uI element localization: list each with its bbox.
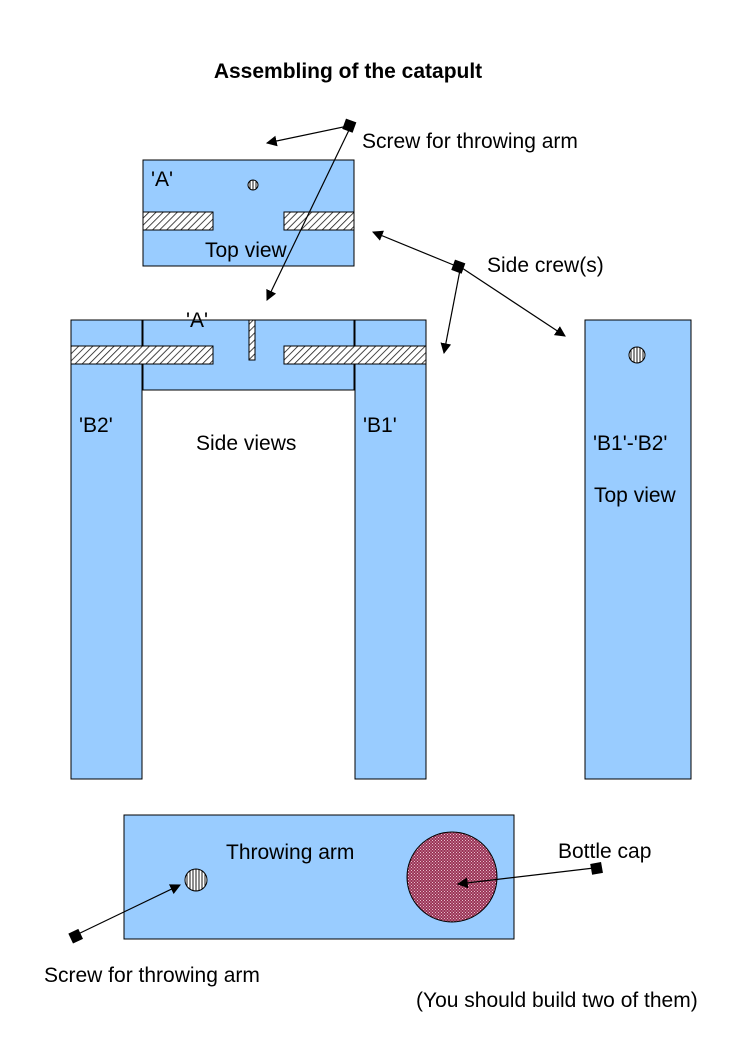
b2-label: 'B2'	[79, 414, 113, 437]
arrow-line	[266, 127, 351, 301]
part-a-top-label: 'A'	[151, 168, 173, 191]
arrow-line	[265, 125, 349, 147]
bottle-cap-label: Bottle cap	[558, 840, 651, 863]
side-screw-left	[70, 345, 214, 365]
bottle-cap-circle	[406, 831, 498, 923]
arrow-line	[440, 269, 461, 355]
arrow-line	[456, 867, 595, 889]
side-views-label: Side views	[196, 432, 296, 455]
screw-top-label: Screw for throwing arm	[362, 130, 578, 153]
slot-left-top	[142, 211, 214, 231]
arrow-line	[372, 230, 457, 267]
top-view-b-label: Top view	[594, 484, 677, 507]
screw-bottom-label: Screw for throwing arm	[44, 964, 260, 987]
arrow-line	[461, 267, 566, 337]
callout-anchor-square	[451, 259, 466, 274]
b1-label: 'B1'	[363, 414, 397, 437]
screw-hole-icon	[628, 346, 646, 364]
b1-b2-label: 'B1'-'B2'	[593, 432, 667, 455]
b1-b2-top-view: 'B1'-'B2' Top view	[584, 319, 692, 780]
side-view-assembly: 'A' 'B2' 'B1' Side views	[70, 309, 427, 780]
slot-right-top	[283, 211, 355, 231]
part-a-top-view: 'A' Top view	[142, 159, 355, 267]
side-screw-right	[283, 345, 427, 365]
callout-screw-bottom: Screw for throwing arm	[44, 884, 260, 987]
throwing-arm-label: Throwing arm	[226, 841, 354, 864]
callout-anchor-square	[590, 862, 603, 875]
diagram-title: Assembling of the catapult	[214, 60, 482, 83]
screw-hole-icon	[247, 179, 259, 191]
part-a-side-label: 'A'	[186, 309, 208, 332]
arrow-line	[75, 884, 181, 936]
throwing-arm-screw-side	[248, 319, 256, 361]
callout-anchor-square	[342, 118, 357, 133]
callout-anchor-square	[68, 928, 83, 944]
leg-top-rect	[584, 319, 692, 780]
leg-b1-side	[354, 319, 427, 780]
side-crews-label: Side crew(s)	[487, 254, 604, 277]
callout-side-crews: Side crew(s)	[372, 230, 604, 355]
throwing-arm: Throwing arm	[123, 814, 515, 940]
top-view-a-label: Top view	[205, 239, 288, 262]
callout-screw-top: Screw for throwing arm	[265, 118, 578, 301]
leg-b2-side	[70, 319, 143, 780]
screw-hole-icon	[184, 868, 208, 892]
build-two-note: (You should build two of them)	[416, 989, 698, 1012]
callout-bottle-cap: Bottle cap	[456, 840, 651, 889]
